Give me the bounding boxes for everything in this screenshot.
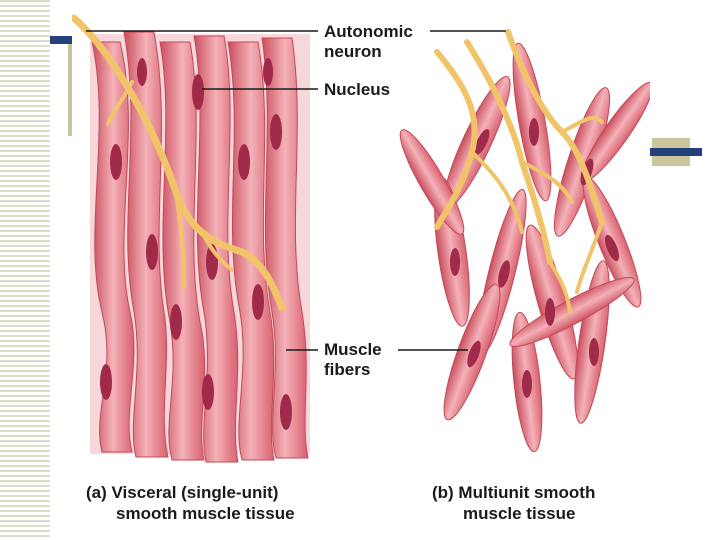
caption-a: (a) Visceral (single-unit) smooth muscle… — [86, 482, 295, 524]
single-unit-muscle-sheet — [90, 31, 310, 463]
caption-b-line1: (b) Multiunit smooth — [432, 483, 596, 502]
autonomic-neuron-label-line2: neuron — [324, 42, 382, 61]
slide-accent-bar-left — [50, 36, 76, 44]
multiunit-neurons — [434, 29, 605, 314]
autonomic-neuron-label-line1: Autonomic — [324, 22, 413, 41]
autonomic-neuron-label: Autonomic neuron — [324, 22, 413, 62]
muscle-fibers-label-line1: Muscle — [324, 340, 382, 359]
slide-stripe-decoration — [0, 0, 50, 540]
muscle-fibers-label-line2: fibers — [324, 360, 371, 379]
caption-b-line2: muscle tissue — [463, 504, 576, 523]
slide-accent-bar-right — [648, 148, 702, 156]
label-leader-lines — [86, 30, 506, 351]
caption-a-line1: (a) Visceral (single-unit) — [86, 483, 279, 502]
nucleus-label: Nucleus — [324, 80, 391, 99]
caption-a-line2: smooth muscle tissue — [116, 504, 295, 523]
single-unit-neuron — [72, 14, 286, 312]
caption-b: (b) Multiunit smooth muscle tissue — [432, 482, 595, 524]
slide-accent-line-left — [68, 44, 73, 136]
multiunit-muscle-fibers — [399, 42, 650, 453]
muscle-fibers-label: Muscle fibers — [324, 340, 382, 380]
illustration — [72, 14, 650, 463]
smooth-muscle-figure: Autonomic neuron Nucleus Muscle fibers (… — [72, 12, 650, 526]
